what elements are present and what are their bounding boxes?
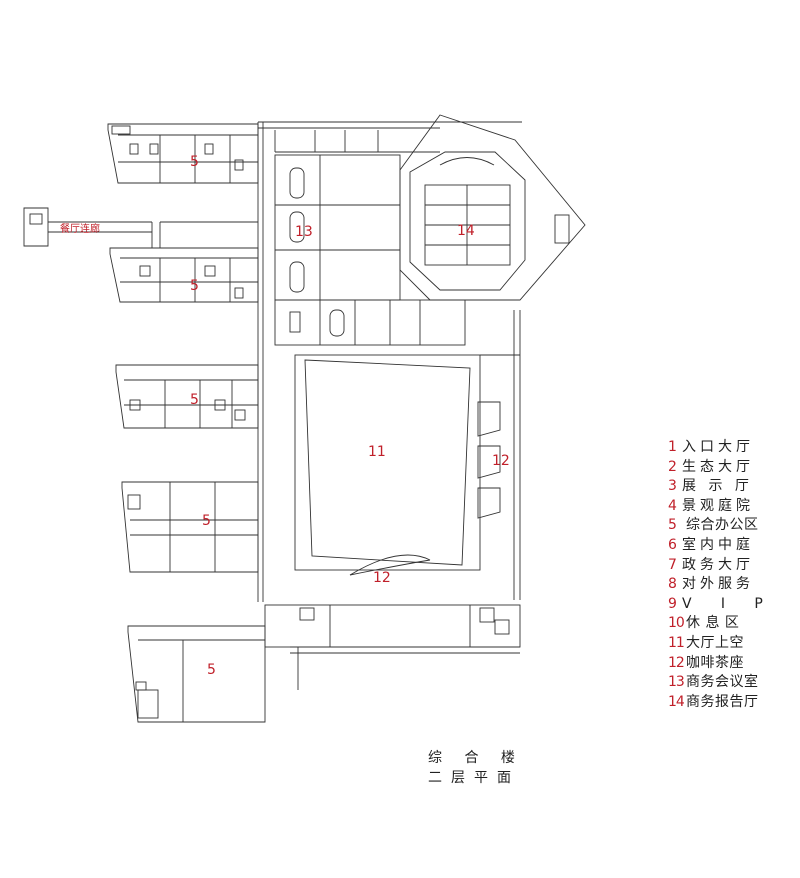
legend-text: 入口大厅 (682, 439, 754, 455)
legend-number: 9 (668, 595, 677, 612)
label-auditorium: 14 (457, 223, 475, 239)
legend-number: 6 (668, 536, 677, 553)
office-wing-4 (121, 481, 259, 573)
legend-text: 室内中庭 (682, 536, 754, 553)
legend-text: 综合办公区 (686, 517, 759, 534)
legend-item: 1 入口大厅 (668, 438, 793, 458)
service-strip (274, 299, 466, 346)
legend-text: 展 示 厅 (682, 478, 753, 495)
legend-item: 9 V I P (668, 595, 793, 615)
legend-number: 7 (668, 556, 677, 573)
label-atrium: 11 (368, 444, 386, 460)
legend-item: 4 景观庭院 (668, 497, 793, 517)
caption-building: 综 合 楼 (428, 750, 524, 766)
label-wing-4: 5 (202, 513, 211, 529)
restaurant-corridor (23, 207, 258, 248)
legend-item: 2 生态大厅 (668, 458, 793, 478)
legend-number: 14 (668, 693, 685, 710)
label-restaurant-corridor: 餐厅连廊 (60, 222, 100, 235)
legend-number: 10 (668, 615, 685, 632)
legend-text: 对外服务 (682, 576, 754, 593)
label-cafe-east: 12 (492, 453, 510, 469)
legend-text: 商务报告厅 (686, 693, 759, 710)
legend-number: 8 (668, 576, 677, 593)
label-wing-2: 5 (190, 278, 199, 294)
cafe-east (477, 401, 501, 519)
caption-floor: 二层平面 (428, 770, 520, 786)
legend-number: 2 (668, 458, 677, 475)
cafe-south (349, 554, 431, 576)
legend-number: 11 (668, 634, 685, 651)
label-wing-5: 5 (207, 662, 216, 678)
legend-number: 4 (668, 497, 677, 514)
atrium (294, 310, 521, 600)
main-spine (257, 121, 522, 602)
label-wing-1: 5 (190, 154, 199, 170)
legend-text: 休 息 区 (686, 615, 740, 632)
legend-number: 5 (668, 517, 677, 534)
label-wing-3: 5 (190, 392, 199, 408)
legend-text: 大厅上空 (686, 634, 744, 651)
meeting-rooms-block (274, 130, 440, 301)
legend-item: 5 综合办公区 (668, 516, 793, 536)
office-wing-2 (109, 247, 259, 303)
legend-text: 景观庭院 (682, 497, 754, 514)
legend-item: 8 对外服务 (668, 575, 793, 595)
legend-text: 商务会议室 (686, 674, 759, 691)
legend-number: 1 (668, 439, 677, 455)
legend-number: 3 (668, 478, 677, 495)
legend-text: V I P (682, 595, 767, 612)
legend-item: 7 政务大厅 (668, 556, 793, 576)
label-cafe-south: 12 (373, 570, 391, 586)
office-wing-1 (107, 123, 259, 184)
legend-number: 13 (668, 674, 685, 691)
legend-text: 咖啡茶座 (686, 654, 744, 671)
legend-item: 3 展 示 厅 (668, 477, 793, 497)
drawing-caption: 综 合 楼 二层平面 (428, 748, 538, 788)
office-wing-3 (115, 364, 259, 429)
auditorium (399, 114, 586, 301)
office-wing-5 (127, 625, 266, 723)
label-meeting-rooms: 13 (295, 224, 313, 240)
legend-text: 生态大厅 (682, 458, 754, 475)
south-block (264, 604, 521, 690)
legend-text: 政务大厅 (682, 556, 754, 573)
legend-item: 6 室内中庭 (668, 536, 793, 556)
legend-number: 12 (668, 654, 685, 671)
